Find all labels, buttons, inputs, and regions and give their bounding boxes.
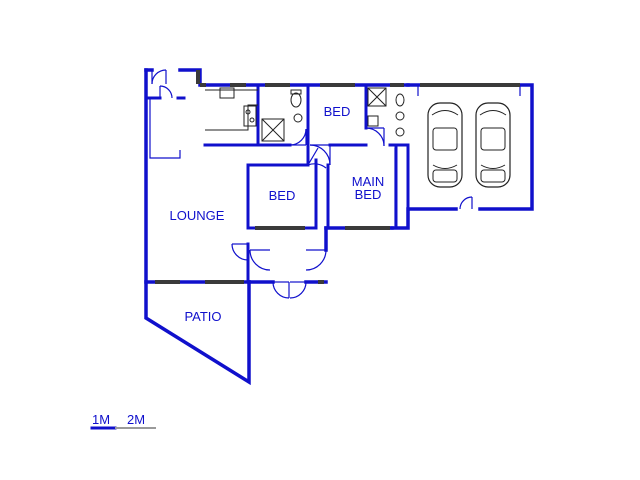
door-garage	[459, 196, 473, 210]
scale-label-2m: 2M	[127, 412, 145, 427]
door-kitchen	[159, 85, 173, 99]
fixtures	[205, 87, 511, 188]
door-double-patio	[272, 281, 307, 299]
scale-bar: 1M 2M	[90, 412, 156, 430]
room-label-main-bed-line1: MAIN	[352, 174, 385, 189]
room-label-lounge: LOUNGE	[170, 208, 225, 223]
room-labels: BED MAIN BED BED LOUNGE PATIO	[170, 104, 385, 324]
interior-walls	[144, 83, 521, 284]
door-lounge-side	[231, 243, 249, 261]
car-right	[475, 102, 511, 188]
shower-right	[367, 87, 387, 107]
door-double-hall	[249, 249, 327, 271]
door-bath	[289, 128, 307, 146]
door-entrance-top	[151, 69, 167, 85]
car-left	[427, 102, 463, 188]
kitchen-counter	[205, 87, 258, 131]
room-label-bed-middle: BED	[269, 188, 296, 203]
scale-label-1m: 1M	[92, 412, 110, 427]
room-label-bed-top: BED	[324, 104, 351, 119]
shower-left	[261, 118, 285, 142]
windows	[155, 70, 520, 284]
door-bed-middle	[307, 147, 327, 169]
door-ensuite	[365, 127, 385, 147]
ensuite-basins	[367, 93, 405, 137]
doors	[151, 69, 473, 299]
toilet-left	[290, 89, 303, 123]
room-label-patio: PATIO	[184, 309, 221, 324]
room-label-main-bed-line2: BED	[355, 187, 382, 202]
door-bed-top	[309, 144, 331, 166]
